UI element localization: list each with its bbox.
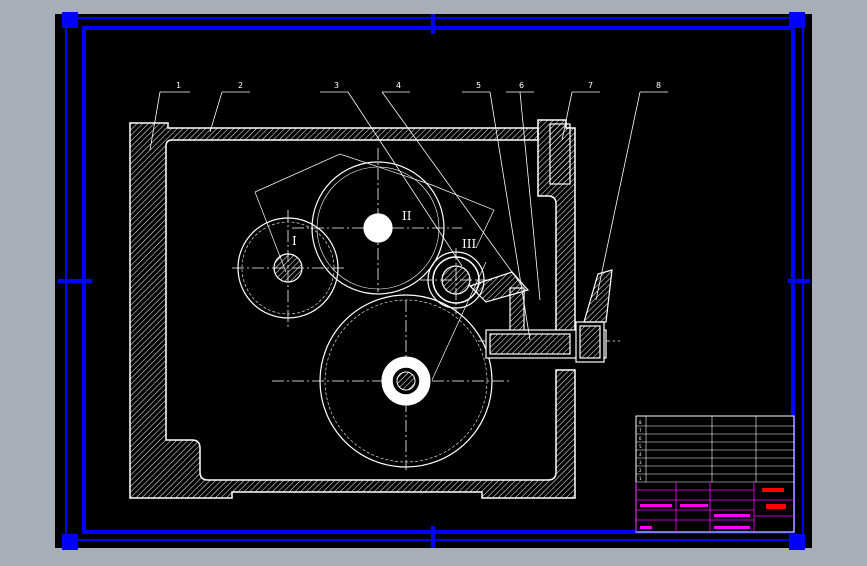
title-row-7: 7: [639, 428, 642, 433]
callout-1: 1: [176, 81, 181, 90]
gear-output: [319, 294, 493, 468]
shaft-labels: I II III: [292, 209, 476, 251]
title-row-2: 2: [639, 468, 642, 473]
title-row-5: 5: [639, 444, 642, 449]
callout-numbers: 1 2 3 4 5 6 7 8: [176, 81, 661, 90]
callout-8: 8: [656, 81, 661, 90]
title-row-3: 3: [639, 460, 642, 465]
callout-7: 7: [588, 81, 593, 90]
gear-shaft-3: [427, 251, 485, 309]
shaft-label-2: II: [402, 209, 412, 223]
top-plug: [549, 123, 571, 185]
centering-marks: [58, 14, 810, 548]
shaft-label-3: III: [462, 237, 476, 251]
callout-3: 3: [334, 81, 339, 90]
title-row-6: 6: [639, 436, 642, 441]
callout-2: 2: [238, 81, 243, 90]
title-row-4: 4: [639, 452, 642, 457]
corner-markers: [62, 12, 805, 550]
shaft-label-1: I: [292, 234, 297, 248]
shift-fork-assembly: [468, 269, 613, 363]
title-row-8: 8: [639, 420, 642, 425]
section-lines: [254, 153, 495, 381]
gear-shaft-1: [237, 217, 339, 319]
title-block: 8 7 6 5 4 3 2 1: [635, 415, 795, 533]
callout-6: 6: [519, 81, 524, 90]
gear-shaft-2: [311, 161, 445, 295]
title-row-1: 1: [639, 476, 642, 481]
callout-5: 5: [476, 81, 481, 90]
callout-4: 4: [396, 81, 401, 90]
leader-lines: [149, 91, 668, 341]
